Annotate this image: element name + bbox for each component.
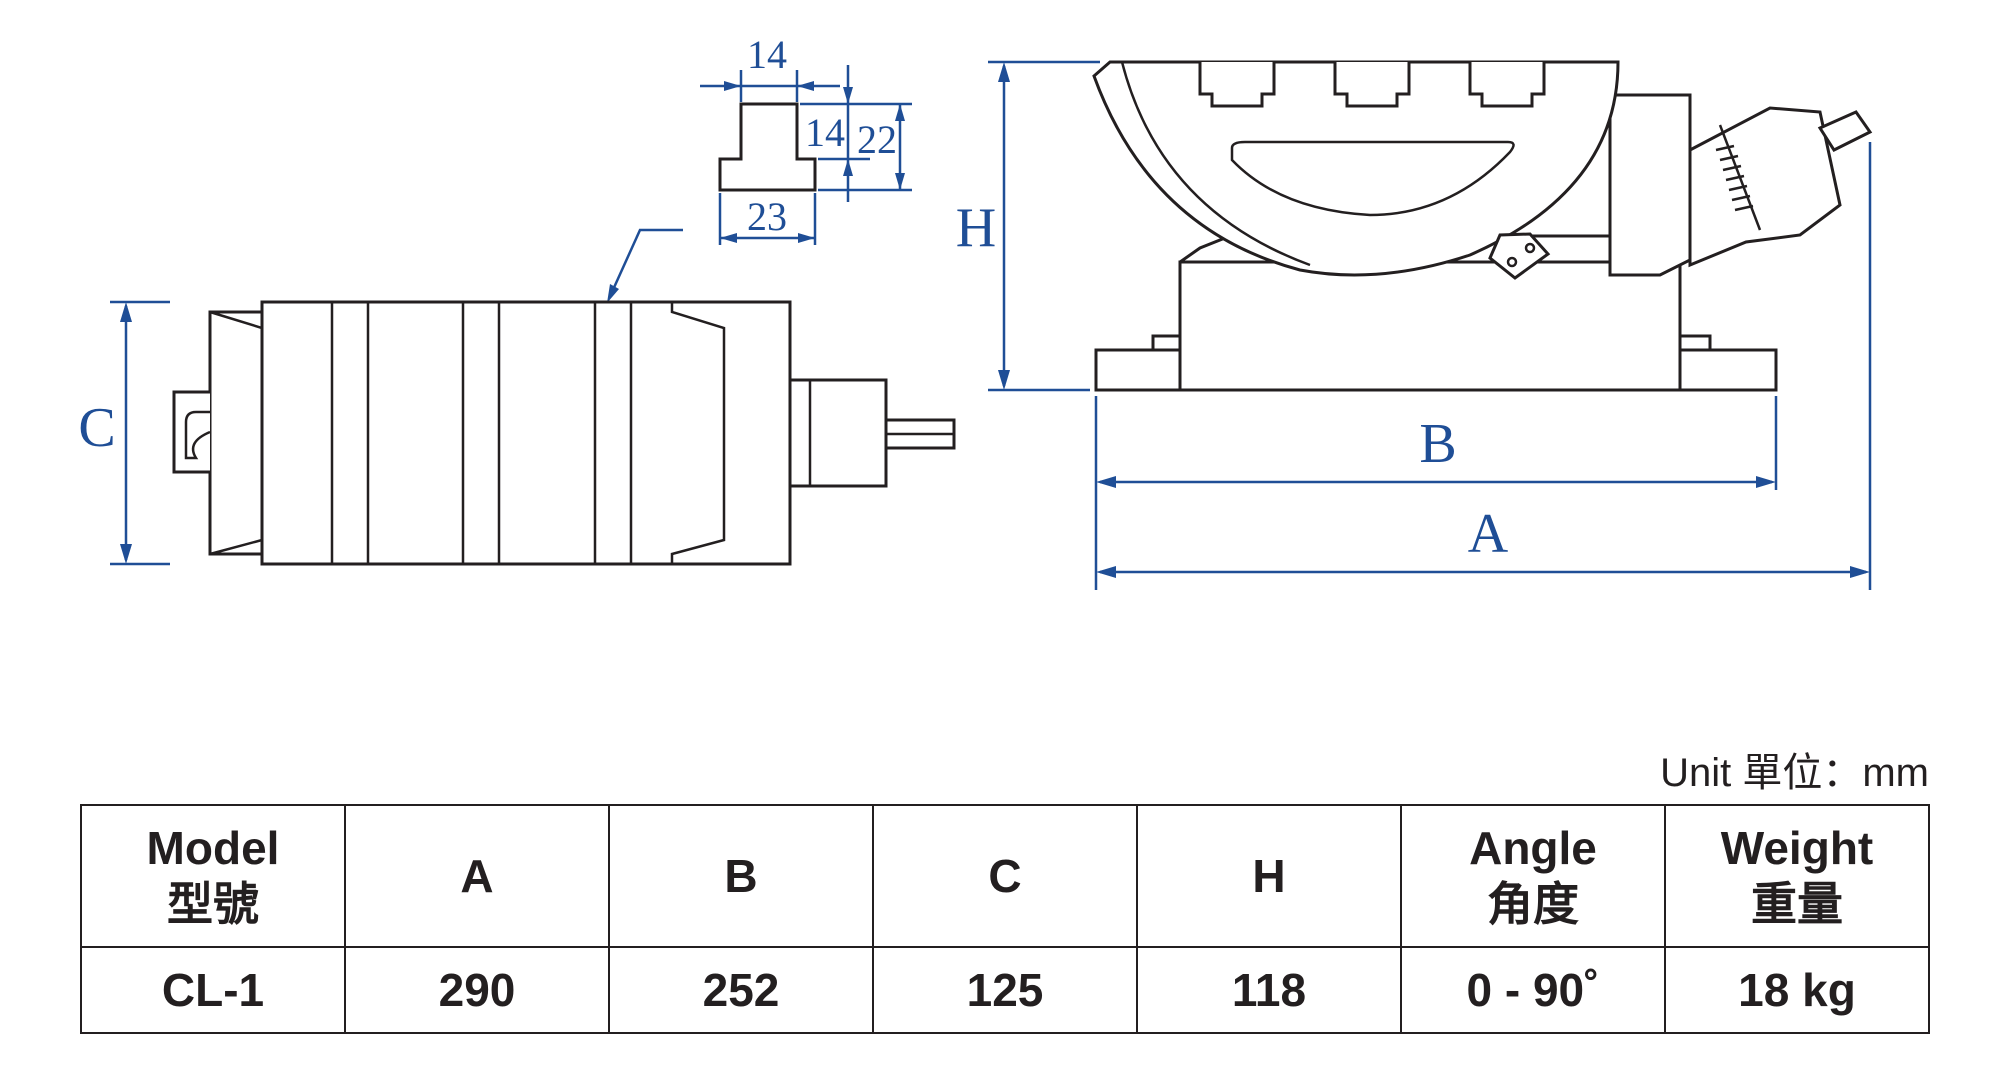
- t-slot-profile: [718, 102, 817, 192]
- table-row: CL-1 290 252 125 118 0 - 90˚ 18 kg: [80, 946, 1930, 1034]
- cell-angle: 0 - 90˚: [1400, 946, 1666, 1034]
- unit-label: Unit 單位：mm: [1660, 751, 1929, 795]
- cell-a: 290: [344, 946, 610, 1034]
- slot-bottom-width-label: 23: [747, 194, 787, 239]
- t-slot-detail: 14 14 22 23: [700, 32, 912, 245]
- cell-c: 125: [872, 946, 1138, 1034]
- technical-drawing: 14 14 22 23 C: [78, 32, 1873, 590]
- header-h: H: [1136, 804, 1402, 948]
- slot-top-width-label: 14: [747, 32, 787, 77]
- slot-neck-depth-label: 14: [805, 110, 845, 155]
- slot-total-depth-label: 22: [857, 117, 897, 162]
- dimension-c-label: C: [78, 397, 115, 459]
- dimension-b-label: B: [1419, 413, 1456, 475]
- cell-b: 252: [608, 946, 874, 1034]
- header-c: C: [872, 804, 1138, 948]
- top-view: C: [78, 228, 956, 566]
- dimension-h-label: H: [956, 197, 996, 259]
- cell-model: CL-1: [80, 946, 346, 1034]
- cell-h: 118: [1136, 946, 1402, 1034]
- micrometer-dial: [1688, 106, 1842, 268]
- header-a: A: [344, 804, 610, 948]
- tilting-table: [1092, 60, 1620, 277]
- header-b: B: [608, 804, 874, 948]
- dimension-a-label: A: [1468, 503, 1509, 565]
- side-view: H B A: [956, 60, 1873, 590]
- cell-weight: 18 kg: [1664, 946, 1930, 1034]
